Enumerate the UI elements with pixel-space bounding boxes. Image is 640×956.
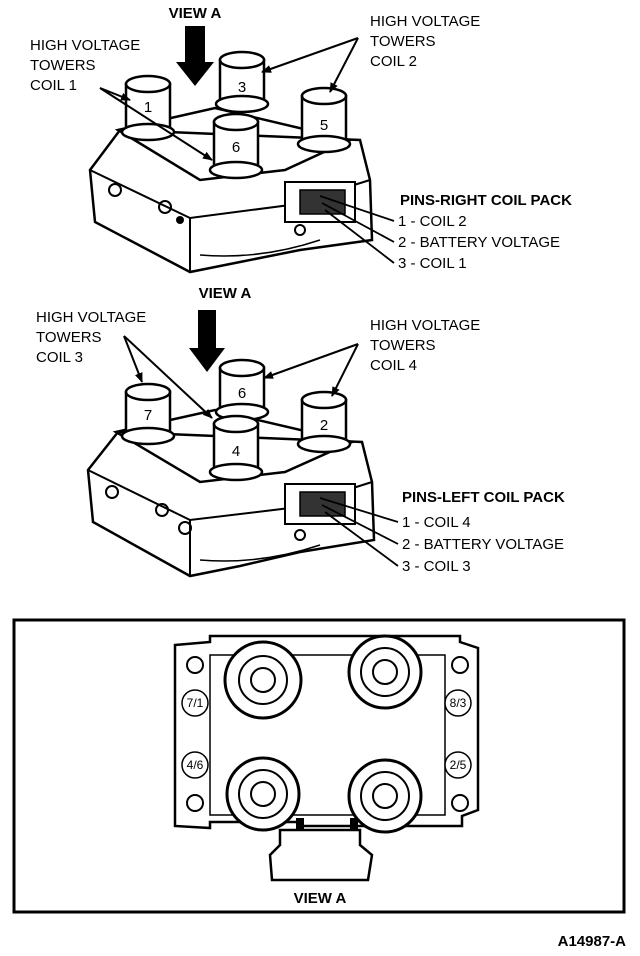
coil4-label-line2: TOWERS: [370, 337, 436, 354]
coil2-label-line3: COIL 2: [370, 53, 417, 70]
pin-3-label: 3 - COIL 3: [402, 558, 471, 575]
figure-id: A14987-A: [558, 933, 627, 950]
view-a-label: VIEW A: [169, 5, 222, 22]
tower-6: 6: [208, 112, 264, 180]
coil1-label-line2: TOWERS: [30, 57, 96, 74]
view-a-caption: VIEW A: [294, 890, 347, 907]
view-a-label: VIEW A: [199, 285, 252, 302]
coil3-label-line3: COIL 3: [36, 349, 83, 366]
coil1-label-line3: COIL 1: [30, 77, 77, 94]
left-coil-pack: 7 6 2 4 VIEW A HIGH VOLTAGE TOWERS COIL …: [36, 285, 565, 578]
pin-2-label: 2 - BATTERY VOLTAGE: [398, 234, 560, 251]
tower-6: 6: [214, 358, 270, 422]
pins-left-title: PINS-LEFT COIL PACK: [402, 489, 565, 506]
coil2-label-line2: TOWERS: [370, 33, 436, 50]
tower-5: 5: [296, 86, 352, 154]
left-lower-tower-pair: 4/6: [187, 758, 204, 772]
tower-label: 1: [144, 99, 152, 116]
left-upper-tower-pair: 7/1: [187, 696, 204, 710]
tower-label: 6: [238, 385, 246, 402]
tower-7: 7: [120, 382, 176, 446]
coil2-label-line1: HIGH VOLTAGE: [370, 13, 480, 30]
pin-1-label: 1 - COIL 2: [398, 213, 467, 230]
coil-pack-top-outline: [173, 634, 480, 830]
view-arrow-icon: [176, 26, 214, 86]
tower-label: 2: [320, 417, 328, 434]
tower-top-view-ur: [347, 634, 423, 710]
coil4-label-line3: COIL 4: [370, 357, 417, 374]
tower-label: 6: [232, 139, 240, 156]
pin-1-label: 1 - COIL 4: [402, 514, 471, 531]
view-a-panel: 7/1 4/6 8/3 2/5 VIEW A: [12, 618, 626, 914]
right-coil-pack: 1 3 5 6 VIEW A HIGH VOLTAGE TOWERS COIL …: [30, 5, 572, 274]
tower-label: 4: [232, 443, 240, 460]
connector-outline: [268, 828, 374, 882]
tower-4: 4: [208, 414, 264, 482]
tower-label: 5: [320, 117, 328, 134]
tower-top-view-lr: [347, 758, 423, 834]
view-arrow-icon: [189, 310, 225, 372]
pin-2-label: 2 - BATTERY VOLTAGE: [402, 536, 564, 553]
right-upper-tower-pair: 8/3: [450, 696, 467, 710]
tower-3: 3: [214, 50, 270, 114]
tower-top-view-ll: [225, 756, 301, 832]
pin-3-label: 3 - COIL 1: [398, 255, 467, 272]
coil3-label-line2: TOWERS: [36, 329, 102, 346]
tower-label: 7: [144, 407, 152, 424]
tower-top-view-ul: [223, 640, 303, 720]
coil3-label-line1: HIGH VOLTAGE: [36, 309, 146, 326]
pins-right-title: PINS-RIGHT COIL PACK: [400, 192, 572, 209]
coil1-label-line1: HIGH VOLTAGE: [30, 37, 140, 54]
tower-1: 1: [120, 74, 176, 142]
right-lower-tower-pair: 2/5: [450, 758, 467, 772]
tower-label: 3: [238, 79, 246, 96]
tower-2: 2: [296, 390, 352, 454]
coil4-label-line1: HIGH VOLTAGE: [370, 317, 480, 334]
